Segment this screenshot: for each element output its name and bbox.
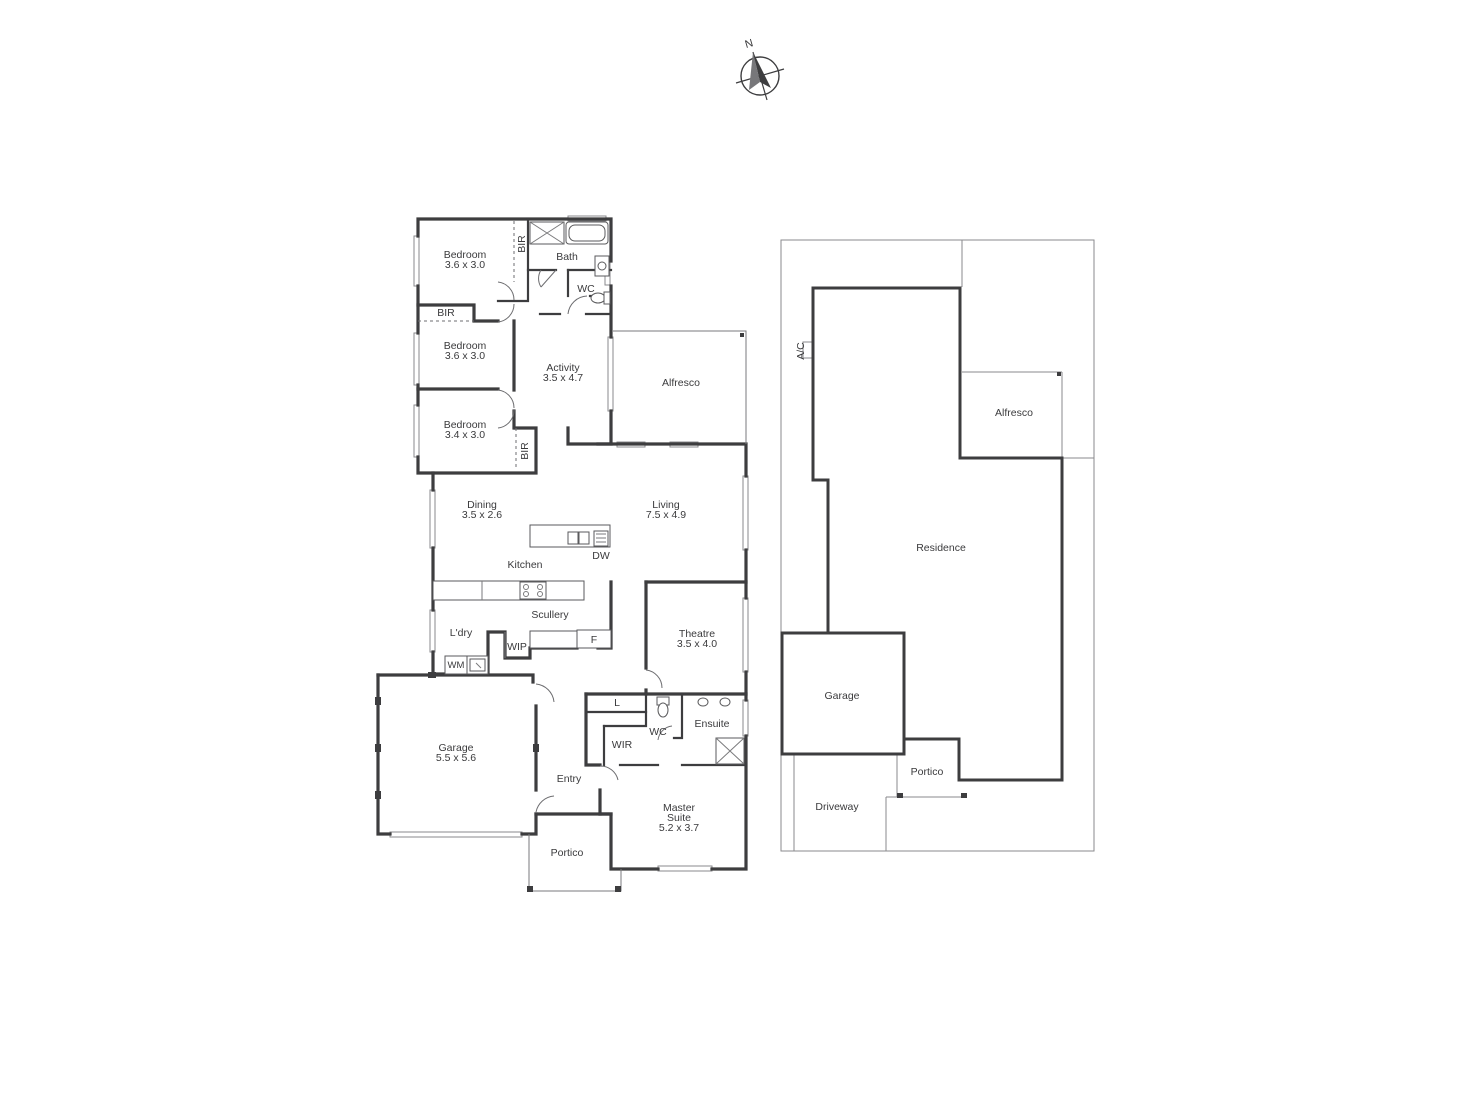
living-size: 7.5 x 4.9: [646, 509, 686, 521]
room-labels: Bedroom 3.6 x 3.0 Bath WC BIR BIR Bedroo…: [436, 235, 730, 859]
pantry-label: WIP: [507, 641, 527, 653]
wir-label: WIR: [612, 739, 633, 751]
bir-top-label: BIR: [516, 235, 528, 253]
north-compass-icon: N: [735, 37, 785, 101]
alfresco-label: Alfresco: [662, 377, 700, 389]
bedroom-1-size: 3.6 x 3.0: [445, 259, 485, 271]
linen-label: L: [614, 697, 620, 709]
ensuite-label: Ensuite: [694, 718, 729, 730]
windows: [389, 215, 749, 872]
wc-lower-label: WC: [649, 726, 667, 738]
bir-mid-label: BIR: [437, 307, 455, 319]
theatre-size: 3.5 x 4.0: [677, 638, 717, 650]
theatre-name: Theatre: [679, 628, 715, 640]
activity-name: Activity: [546, 362, 580, 374]
fridge-label: F: [591, 634, 597, 646]
compass-north-label: N: [744, 37, 755, 51]
garage-size: 5.5 x 5.6: [436, 752, 476, 764]
site-residence-label: Residence: [916, 542, 966, 554]
dishwasher-label: DW: [592, 550, 610, 562]
dining-size: 3.5 x 2.6: [462, 509, 502, 521]
site-driveway-label: Driveway: [815, 801, 859, 813]
laundry-label: L'dry: [450, 627, 473, 639]
door-swings: [497, 269, 673, 813]
living-name: Living: [652, 499, 680, 511]
portico-label: Portico: [551, 847, 584, 859]
bedroom-3-name: Bedroom: [444, 419, 487, 431]
washing-machine-label: WM: [448, 660, 465, 671]
fixtures: [375, 221, 747, 892]
master-suite-name-2: Suite: [667, 812, 691, 824]
entry-label: Entry: [557, 773, 582, 785]
site-garage-label: Garage: [824, 690, 859, 702]
bath-label: Bath: [556, 251, 578, 263]
bedroom-2-name: Bedroom: [444, 340, 487, 352]
bedroom-1-name: Bedroom: [444, 249, 487, 261]
bir-lower-label: BIR: [519, 442, 531, 460]
bedroom-3-size: 3.4 x 3.0: [445, 429, 485, 441]
dining-name: Dining: [467, 499, 497, 511]
site-alfresco-label: Alfresco: [995, 407, 1033, 419]
master-suite-size: 5.2 x 3.7: [659, 822, 699, 834]
activity-size: 3.5 x 4.7: [543, 372, 583, 384]
wc-upper-label: WC: [577, 283, 595, 295]
site-ac-label: A/C: [795, 342, 807, 360]
site-portico-label: Portico: [911, 766, 944, 778]
scullery-label: Scullery: [531, 609, 569, 621]
master-suite-name-1: Master: [663, 802, 696, 814]
kitchen-label: Kitchen: [507, 559, 542, 571]
bedroom-2-size: 3.6 x 3.0: [445, 350, 485, 362]
garage-name: Garage: [438, 742, 473, 754]
site-plan: A/C Alfresco Residence Garage Portico Dr…: [780, 239, 1095, 852]
